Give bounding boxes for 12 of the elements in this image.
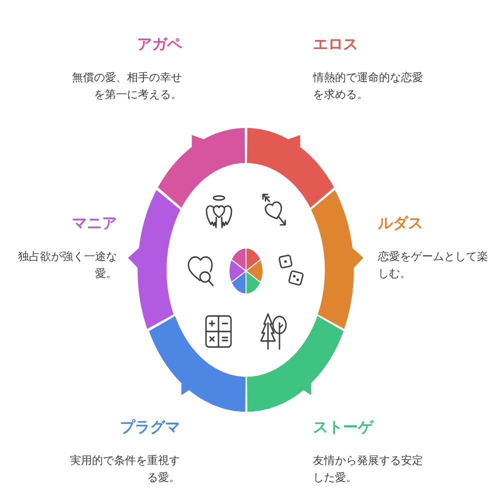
segment-description: 実用的で条件を重視する愛。	[69, 452, 180, 486]
segment-description: 無償の愛、相手の幸せを第一に考える。	[71, 70, 182, 102]
segment-title: アガペ	[137, 34, 182, 54]
segment-title: マニア	[72, 212, 117, 232]
segment-title: プラグマ	[120, 416, 180, 436]
segment-description: 情熱的で運命的な恋愛を求める。	[313, 70, 424, 102]
segment-title: エロス	[313, 34, 358, 54]
segment-title: ルダス	[378, 212, 423, 232]
segment-description: 友情から発展する安定した愛。	[313, 452, 424, 486]
segment-title: ストーゲ	[313, 416, 373, 436]
segment-description: 恋愛をゲームとして楽しむ。	[378, 248, 489, 282]
segment-description: 独占欲が強く一途な愛。	[17, 248, 117, 282]
